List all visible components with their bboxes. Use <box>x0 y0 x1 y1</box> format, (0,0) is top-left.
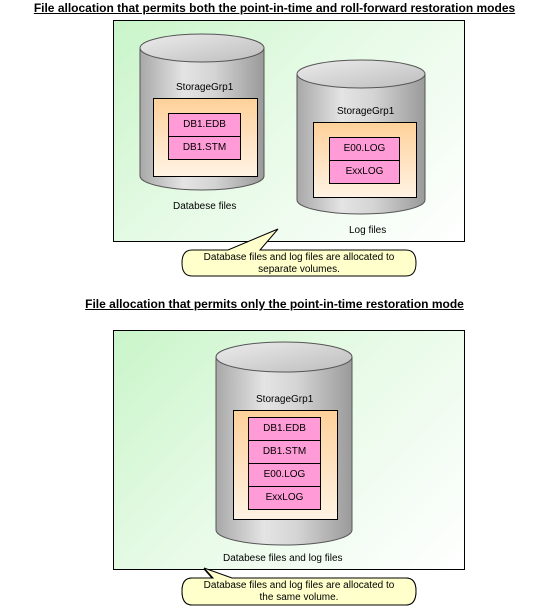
diagram2-title: File allocation that permits only the po… <box>85 297 464 311</box>
callout1-line2: separate volumes. <box>258 264 340 275</box>
file-db1-edb: DB1.EDB <box>168 113 241 137</box>
file-db1-stm: DB1.STM <box>168 136 241 160</box>
file-exx-log: ExxLOG <box>329 160 400 184</box>
callout2-line1: Database files and log files are allocat… <box>203 580 395 591</box>
callout2-line2: the same volume. <box>259 592 339 603</box>
left-storage-group-label: StorageGrp1 <box>176 82 234 93</box>
shared-files-caption: Databese files and log files <box>223 553 343 564</box>
right-storage-group-label: StorageGrp1 <box>337 106 395 117</box>
diagram1-title: File allocation that permits both the po… <box>33 1 516 15</box>
file2-exx-log: ExxLOG <box>248 486 321 510</box>
callout2-text: Database files and log files are allocat… <box>182 578 416 606</box>
callout1-shape <box>181 228 417 277</box>
callout2-bubble <box>181 567 417 606</box>
callout1-text: Database files and log files are allocat… <box>182 250 416 278</box>
callout1-line1: Database files and log files are allocat… <box>203 252 395 263</box>
database-files-caption: Databese files <box>173 201 237 212</box>
log-files-caption: Log files <box>349 225 387 236</box>
shared-storage-group-label: StorageGrp1 <box>256 394 314 405</box>
